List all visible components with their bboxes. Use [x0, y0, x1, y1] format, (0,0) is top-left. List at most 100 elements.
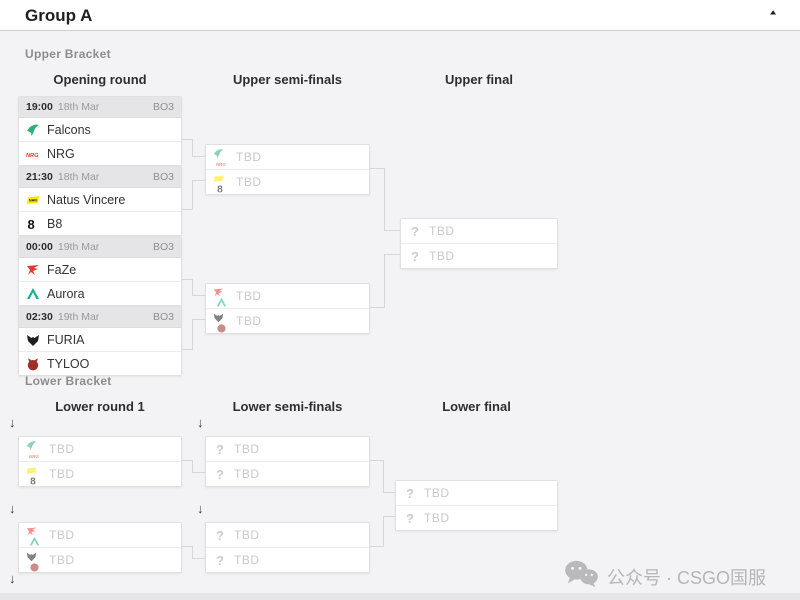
match-time: 19:00 [26, 101, 53, 113]
team-row-faze[interactable]: FaZe [19, 258, 181, 281]
team-name: FURIA [47, 332, 85, 347]
connector-line [182, 546, 193, 547]
furia-tyloo-stacked-logos-icon [213, 310, 229, 333]
tbd-slot: ? TBD [401, 243, 557, 268]
match-format-badge: BO3 [152, 101, 174, 113]
match-format-badge: BO3 [152, 311, 174, 323]
tbd-label: TBD [424, 486, 450, 500]
tbd-label: TBD [429, 249, 455, 263]
tyloo-logo-icon [26, 357, 40, 371]
watermark: 公众号 · CSGO国服 [564, 560, 766, 593]
connector-line [192, 180, 205, 181]
connector-line [383, 492, 395, 493]
lower-semifinal-2-card: ? TBD ? TBD [205, 522, 370, 573]
match-header: 00:00 19th Mar BO3 [19, 237, 181, 258]
column-header-lower-semifinals: Lower semi-finals [232, 399, 343, 414]
unknown-team-icon: ? [216, 441, 224, 457]
drop-down-arrow-icon: ↓ [9, 415, 16, 430]
connector-line [182, 209, 193, 210]
match-header: 19:00 18th Mar BO3 [19, 97, 181, 118]
connector-line [192, 279, 193, 296]
match-format-badge: BO3 [152, 171, 174, 183]
connector-line [370, 546, 384, 547]
lower-round1-match2-card: TBD TBD [18, 522, 182, 573]
connector-line [192, 319, 193, 350]
column-header-opening-round: Opening round [53, 72, 147, 87]
match-format-badge: BO3 [152, 241, 174, 253]
faze-logo-icon [26, 263, 40, 277]
match-card-faze-aurora: 00:00 19th Mar BO3 FaZe Aurora [18, 236, 182, 306]
column-header-lower-round-1: Lower round 1 [55, 399, 145, 414]
tbd-label: TBD [234, 442, 260, 456]
tbd-label: TBD [236, 314, 262, 328]
upper-semifinal-1-card: NRG TBD 8 TBD [205, 144, 370, 195]
drop-down-arrow-icon: ↓ [197, 501, 204, 516]
team-name: B8 [47, 216, 63, 231]
nrg-logo-icon: NRG [26, 147, 40, 161]
tbd-slot: TBD [19, 523, 181, 547]
connector-line [192, 472, 205, 473]
aurora-logo-icon [26, 287, 40, 301]
team-row-b8[interactable]: 8 B8 [19, 211, 181, 235]
unknown-team-icon: ? [406, 485, 414, 501]
tbd-label: TBD [234, 553, 260, 567]
match-card-falcons-nrg: 19:00 18th Mar BO3 Falcons NRG NRG [18, 96, 182, 166]
team-row-aurora[interactable]: Aurora [19, 281, 181, 305]
group-title: Group A [25, 6, 93, 25]
navi-b8-stacked-logos-icon: 8 [26, 463, 42, 487]
wechat-icon [564, 560, 598, 593]
tbd-label: TBD [236, 150, 262, 164]
team-row-nrg[interactable]: NRG NRG [19, 141, 181, 165]
column-header-lower-final: Lower final [442, 399, 511, 414]
unknown-team-icon: ? [216, 466, 224, 482]
tbd-label: TBD [424, 511, 450, 525]
connector-line [383, 460, 384, 493]
team-row-falcons[interactable]: Falcons [19, 118, 181, 141]
tbd-label: TBD [234, 467, 260, 481]
tbd-slot: NRG TBD [19, 437, 181, 461]
collapse-caret-icon[interactable]: ▲ [768, 8, 778, 17]
team-name: Falcons [47, 122, 91, 137]
unknown-team-icon: ? [406, 510, 414, 526]
svg-text:8: 8 [30, 476, 36, 486]
upper-final-card: ? TBD ? TBD [400, 218, 558, 269]
svg-text:NAVI: NAVI [29, 198, 37, 202]
tbd-label: TBD [49, 442, 75, 456]
tbd-slot: TBD [19, 547, 181, 572]
connector-line [384, 230, 400, 231]
tbd-slot: ? TBD [396, 505, 557, 530]
furia-tyloo-stacked-logos-icon [26, 549, 42, 572]
watermark-text: 公众号 · CSGO国服 [606, 567, 766, 588]
lower-bracket-label: Lower Bracket [25, 374, 112, 388]
connector-line [182, 139, 193, 140]
drop-down-arrow-icon: ↓ [197, 415, 204, 430]
falcons-nrg-stacked-logos-icon: NRG [26, 438, 42, 460]
connector-line [383, 516, 395, 517]
team-name: Natus Vincere [47, 192, 126, 207]
falcons-nrg-stacked-logos-icon: NRG [213, 146, 229, 168]
tbd-slot: ? TBD [401, 219, 557, 243]
tbd-slot: ? TBD [206, 461, 369, 486]
team-row-tyloo[interactable]: TYLOO [19, 351, 181, 375]
drop-down-arrow-icon: ↓ [9, 571, 16, 586]
team-row-navi[interactable]: NAVI Natus Vincere [19, 188, 181, 211]
lower-round1-match1-card: NRG TBD 8 TBD [18, 436, 182, 487]
match-date: 18th Mar [57, 171, 100, 183]
match-date: 18th Mar [57, 101, 100, 113]
connector-line [182, 279, 193, 280]
connector-line [192, 460, 193, 473]
column-header-upper-semifinals: Upper semi-finals [232, 72, 343, 87]
tbd-label: TBD [236, 289, 262, 303]
svg-text:NRG: NRG [26, 153, 39, 159]
tbd-label: TBD [429, 224, 455, 238]
match-header: 21:30 18th Mar BO3 [19, 167, 181, 188]
tbd-slot: TBD [206, 308, 369, 333]
connector-line [192, 156, 205, 157]
group-header-bar[interactable]: Group A ▲ [0, 0, 800, 31]
connector-line [384, 254, 400, 255]
tbd-slot: 8 TBD [206, 169, 369, 195]
faze-aurora-stacked-logos-icon [26, 524, 42, 546]
connector-line [383, 516, 384, 547]
team-row-furia[interactable]: FURIA [19, 328, 181, 351]
connector-line [192, 139, 193, 157]
